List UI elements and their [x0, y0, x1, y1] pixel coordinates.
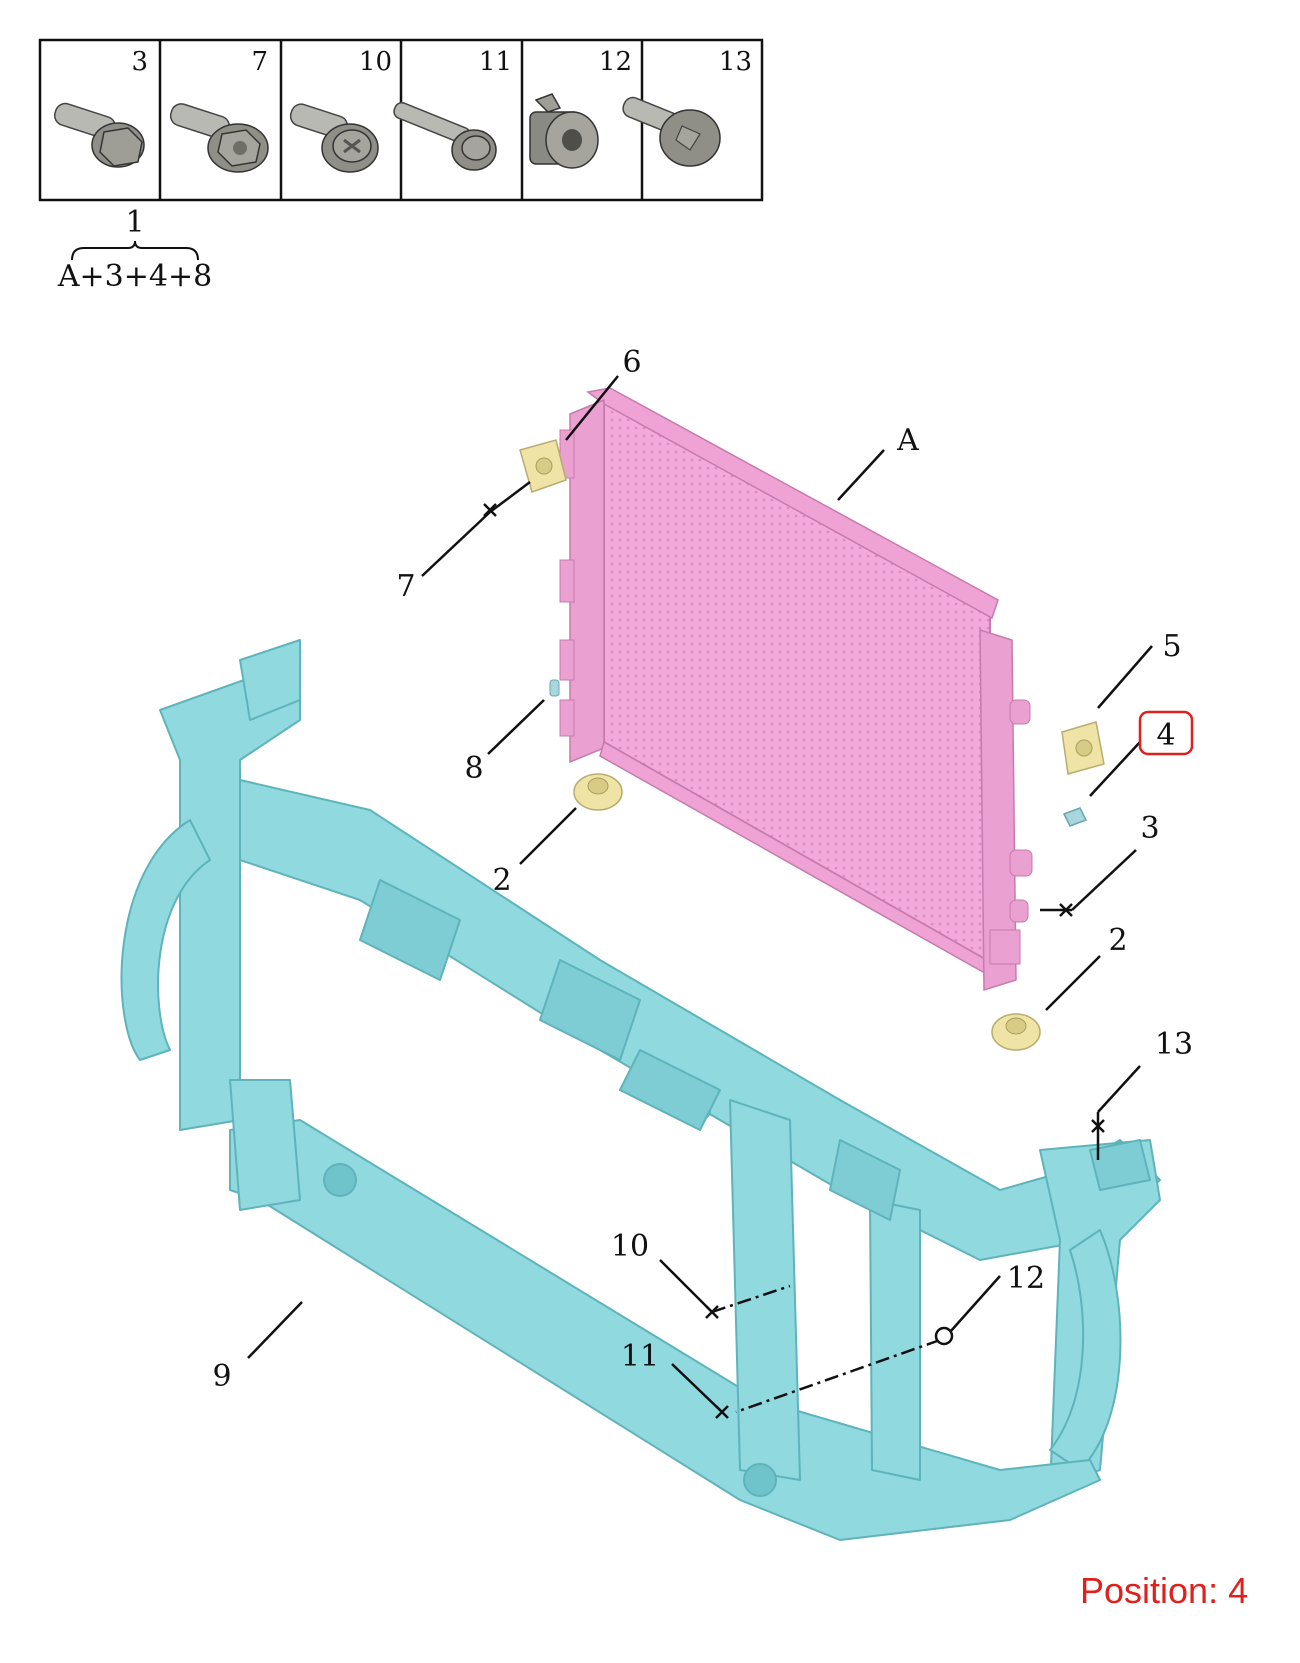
hex-bolt-with-washer-icon	[53, 102, 145, 168]
torx-flange-bolt-icon	[289, 103, 379, 173]
lower-mount-2-left	[573, 773, 623, 811]
hex-flange-bolt-icon	[169, 103, 269, 173]
callout-7: 7	[396, 569, 415, 604]
flat-head-bolt-icon	[622, 96, 721, 167]
assembly-formula-text: A+3+4+8	[57, 259, 212, 294]
callout-A: A	[896, 423, 919, 458]
callout-3: 3	[1140, 811, 1159, 846]
radiator	[559, 387, 1033, 992]
callout-5: 5	[1162, 629, 1181, 664]
callout-9: 9	[212, 1359, 231, 1394]
legend-number-3: 3	[131, 47, 148, 77]
legend-number-12: 12	[599, 47, 632, 77]
callout-2-right: 2	[1108, 923, 1127, 958]
upper-mount-5	[1061, 721, 1105, 775]
callout-12: 12	[1007, 1261, 1045, 1296]
callout-2-left: 2	[492, 863, 511, 898]
callout-10: 10	[611, 1229, 649, 1264]
callout-6: 6	[622, 345, 641, 380]
position-label: Position: 4	[1080, 1570, 1249, 1611]
upper-mount-6	[519, 439, 567, 493]
lower-mount-2-right	[991, 1013, 1041, 1051]
callout-4: 4	[1156, 718, 1175, 753]
plug-8	[549, 679, 560, 697]
legend-number-7: 7	[251, 47, 268, 77]
callout-8: 8	[464, 751, 483, 786]
front-end-carrier-frame	[120, 639, 1161, 1541]
long-torx-bolt-icon	[393, 101, 497, 171]
legend-number-13: 13	[719, 47, 752, 77]
callout-11: 11	[621, 1339, 659, 1374]
drain-plug-4	[1062, 807, 1088, 827]
legend-number-11: 11	[479, 47, 512, 77]
assembly-formula: 1 A+3+4+8	[57, 205, 212, 294]
leader-lines	[247, 375, 1153, 1419]
fastener-legend-table: 3 7 10 11 12 13	[38, 38, 764, 202]
callout-13: 13	[1155, 1027, 1193, 1062]
clip-nut-icon	[529, 93, 599, 169]
assembly-number: 1	[125, 205, 144, 240]
callout-4-highlighted: 4	[1138, 710, 1194, 756]
legend-number-10: 10	[359, 47, 392, 77]
